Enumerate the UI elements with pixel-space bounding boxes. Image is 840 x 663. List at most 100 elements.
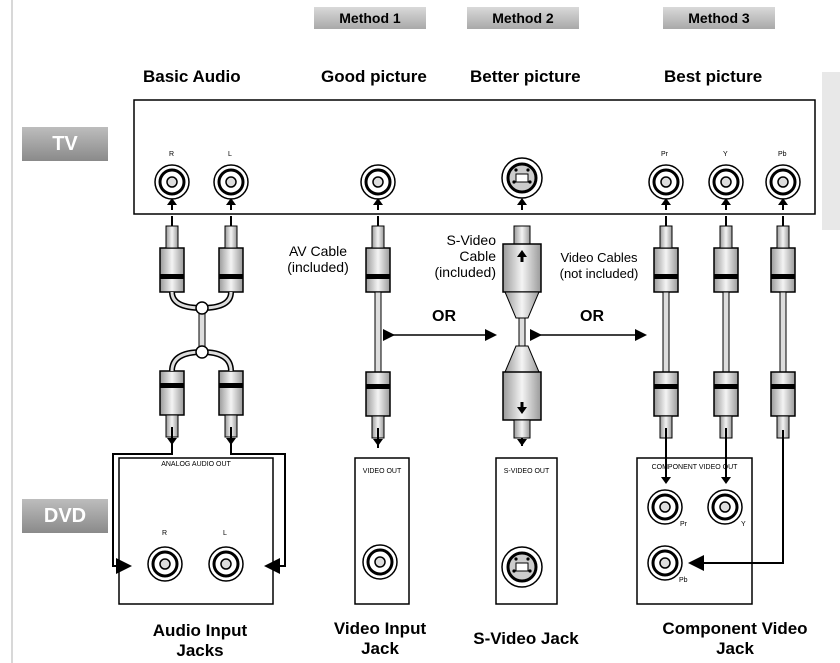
audio-r-dvd-arrow <box>167 438 177 445</box>
comp-pb-wire <box>779 291 787 373</box>
tv-jack-y <box>707 163 745 201</box>
comp-pb-tv-arrow <box>778 198 788 205</box>
tv-jack-r <box>153 163 191 201</box>
component-line2: Jack <box>716 639 754 658</box>
dvd-label-y: Y <box>741 521 746 528</box>
col-good-picture: Good picture <box>321 67 427 86</box>
audio-l-dvd-plug-body <box>218 370 244 416</box>
comp-y-wire <box>722 291 730 373</box>
comp-pb-tv-plug-band <box>771 274 795 279</box>
tv-jack-l <box>212 163 250 201</box>
comp-y-dvd-arrow <box>721 477 731 484</box>
comp-y-dvd-plug-band <box>714 384 738 389</box>
comp-pr-dvd-plug-band <box>654 384 678 389</box>
comp-y-tv-plug-neck <box>719 225 733 249</box>
method-2-tag: Method 2 <box>467 7 579 29</box>
comp-pb-dvd-plug-band <box>771 384 795 389</box>
video-tv-plug-band <box>366 274 390 279</box>
dvd-label-l: L <box>223 530 227 537</box>
tv-label-pr: Pr <box>661 151 668 158</box>
comp-pb-tv-plug-neck <box>776 225 790 249</box>
or-label-2: OR <box>580 308 604 325</box>
comp-pr-tv-plug-band <box>654 274 678 279</box>
av-cable-caption: AV Cable (included) <box>278 243 358 275</box>
comp-pr-tv-arrow <box>661 198 671 205</box>
dvd-label-pb: Pb <box>679 577 688 584</box>
tv-tag: TV <box>22 127 108 161</box>
video-input-line2: Jack <box>361 639 399 658</box>
video-cables-line2: (not included) <box>559 266 639 281</box>
audio-l-tv-plug-band <box>219 274 243 279</box>
col-better-picture: Better picture <box>470 67 581 86</box>
av-cable-line2: (included) <box>287 259 349 275</box>
video-cables-caption: Video Cables (not included) <box>549 250 649 282</box>
tv-label-r: R <box>169 151 175 158</box>
svideo-dvd-body-arrow <box>517 407 527 414</box>
audio-l-dvd-arrow <box>226 438 236 445</box>
comp-y-tv-arrow <box>721 198 731 205</box>
video-dvd-arrow <box>373 439 383 446</box>
video-tv-plug-neck <box>371 225 385 249</box>
side-tab <box>822 72 840 230</box>
pb-arrow <box>688 430 784 571</box>
dvd-tag: DVD <box>22 499 108 533</box>
audio-y-node-bottom <box>195 345 209 359</box>
comp-pr-wire <box>662 291 670 373</box>
video-cables-line1: Video Cables <box>560 250 638 265</box>
tv-label-pb: Pb <box>778 151 787 158</box>
comp-y-dvd-plug-body <box>713 371 739 417</box>
dvd-jack-pb <box>646 544 684 582</box>
audio-l-dvd-plug-band <box>219 383 243 388</box>
method-3-tag: Method 3 <box>663 7 775 29</box>
svideo-tv-taper <box>504 291 540 319</box>
audio-l-tv-arrow <box>226 198 236 205</box>
tv-label-l: L <box>228 151 232 158</box>
audio-r-tv-arrow <box>167 198 177 205</box>
audio-r-tv-plug-band <box>160 274 184 279</box>
audio-r-dvd-plug-band <box>160 383 184 388</box>
dvd-jack-pr <box>646 488 684 526</box>
svideo-out-label: S-VIDEO OUT <box>503 468 550 475</box>
svideo-cable-line3: (included) <box>434 264 496 280</box>
video-dvd-plug-band <box>366 384 390 389</box>
svideo-wire <box>518 317 526 347</box>
comp-pb-tv-plug-body <box>770 247 796 293</box>
svideo-tv-body-arrow <box>517 250 527 257</box>
video-tv-arrow <box>373 198 383 205</box>
video-out-label: VIDEO OUT <box>362 468 402 475</box>
or-label-1: OR <box>432 308 456 325</box>
svideo-cable-line2: Cable <box>459 248 496 264</box>
svideo-cable-line1: S-Video <box>446 232 496 248</box>
audio-r-tv-plug-neck <box>165 225 179 249</box>
svideo-dvd-arrow <box>517 439 527 446</box>
dvd-jack-l <box>207 545 245 583</box>
video-tv-plug-body <box>365 247 391 293</box>
dvd-label-r: R <box>162 530 168 537</box>
audio-l-tv-plug-neck <box>224 225 238 249</box>
dvd-jack-r <box>146 545 184 583</box>
svideo-jack-label: S-Video Jack <box>473 629 579 648</box>
comp-pr-tv-plug-body <box>653 247 679 293</box>
comp-pr-dvd-plug-body <box>653 371 679 417</box>
comp-y-tv-plug-band <box>714 274 738 279</box>
dvd-analog-panel <box>118 457 274 605</box>
cables <box>159 198 796 484</box>
comp-pr-dvd-arrow <box>661 477 671 484</box>
dvd-video-panel <box>354 457 410 605</box>
audio-arrow-r <box>112 445 173 574</box>
analog-out-label: ANALOG AUDIO OUT <box>161 461 231 468</box>
video-dvd-plug-body <box>365 371 391 417</box>
comp-pr-tv-plug-neck <box>659 225 673 249</box>
video-input-line1: Video Input <box>333 619 427 638</box>
svideo-tv-neck <box>513 225 531 245</box>
dvd-jack-svideo <box>500 545 544 589</box>
audio-r-tv-plug-body <box>159 247 185 293</box>
svideo-cable-caption: S-Video Cable (included) <box>412 232 496 280</box>
video-input-jack-label: Video Input Jack <box>316 619 444 659</box>
audio-input-line2: Jacks <box>176 641 224 660</box>
method-1-tag: Method 1 <box>314 7 426 29</box>
dvd-jack-y <box>706 488 744 526</box>
audio-y-node-top <box>195 301 209 315</box>
